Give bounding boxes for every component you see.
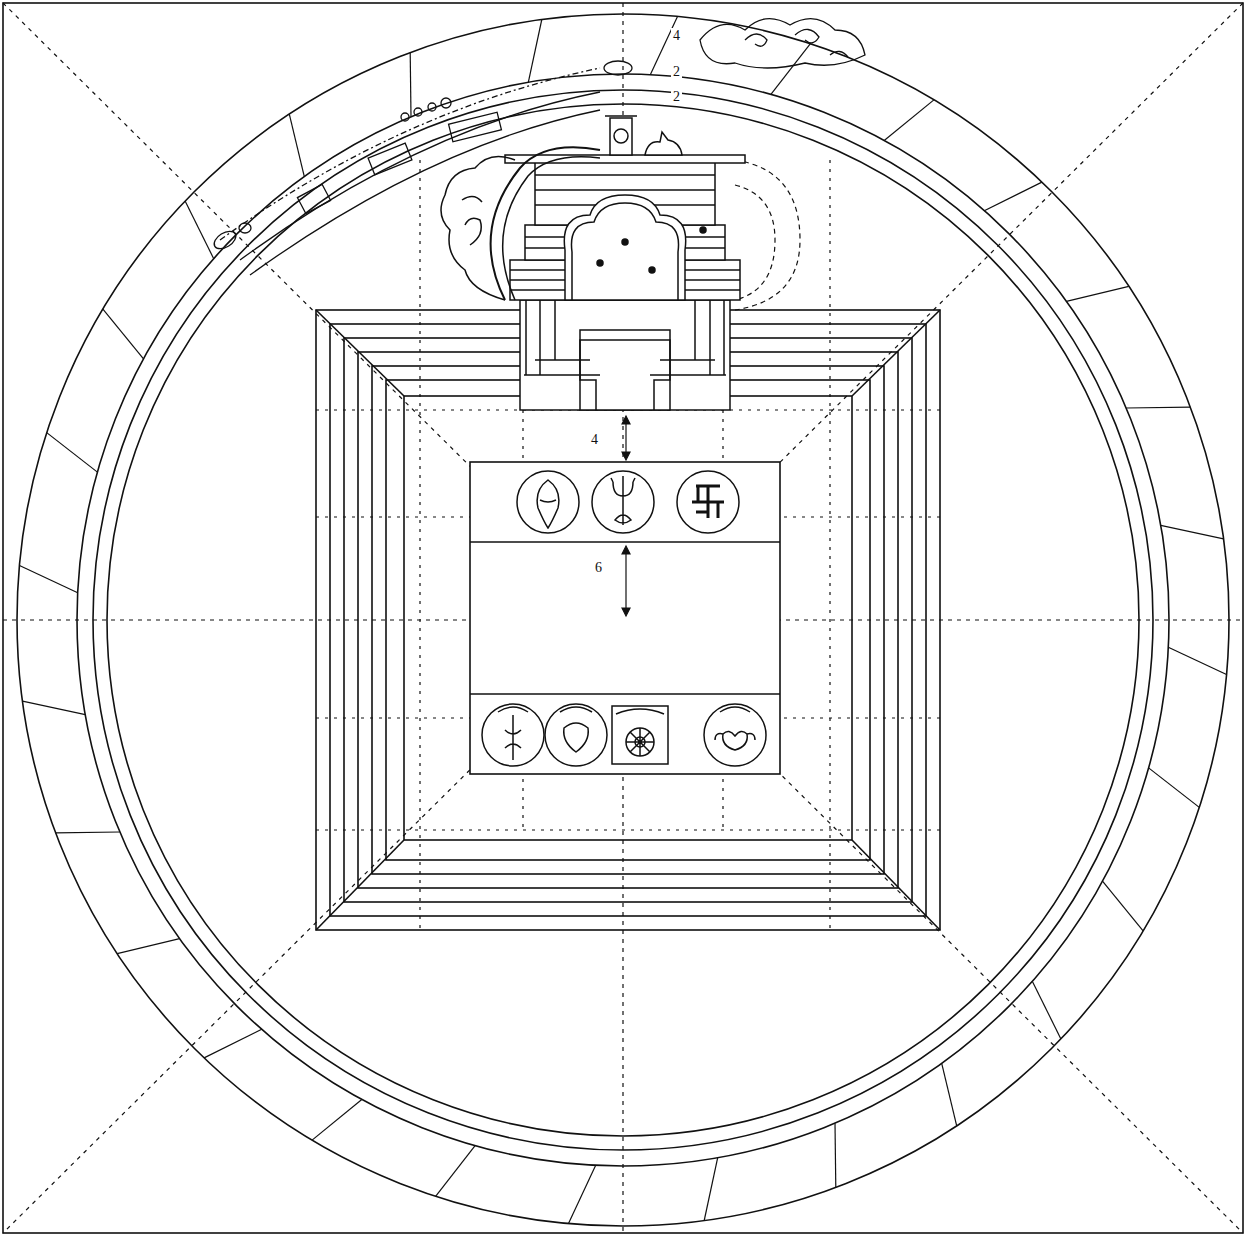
ring-segment-line <box>771 44 811 95</box>
ring-segment-line <box>1066 286 1128 301</box>
ring-segment-line <box>312 1100 362 1141</box>
ring-segment-line <box>1126 407 1190 409</box>
emblems <box>482 471 766 766</box>
ring-segment-line <box>23 701 86 715</box>
ring-segment-line <box>117 939 179 954</box>
ring-segment-line <box>20 566 78 593</box>
callout-number: 4 <box>589 432 600 448</box>
ring-segment-line <box>942 1063 957 1125</box>
ring-segment-line <box>1103 881 1144 931</box>
ring-segment-line <box>289 114 304 176</box>
callout-number: 2 <box>671 64 682 80</box>
ring-segment-line <box>569 1165 596 1223</box>
ring-segment-line <box>1149 768 1200 808</box>
ring-segment-line <box>410 53 412 117</box>
measure-arrows <box>622 416 630 616</box>
ring-segment-line <box>1161 525 1224 539</box>
ring-segment-line <box>834 1123 836 1187</box>
construction-lines <box>3 3 1243 1233</box>
ring-segment-line <box>103 309 144 359</box>
ring-segment-line <box>984 182 1042 211</box>
ring-segment-line <box>884 100 934 141</box>
ring-segment-line <box>1168 647 1226 674</box>
palace-walls <box>316 310 940 930</box>
callout-number: 4 <box>671 28 682 44</box>
ring-segment-line <box>704 1158 718 1221</box>
ring-segments <box>20 17 1227 1224</box>
ring-segment-line <box>1032 981 1061 1039</box>
callout-number: 2 <box>671 89 682 105</box>
callout-number: 6 <box>593 560 604 576</box>
top-ornaments <box>211 19 865 275</box>
ring-segment-line <box>204 1029 262 1058</box>
ring-segment-line <box>436 1146 476 1197</box>
ring-segment-line <box>56 831 120 833</box>
ring-segment-line <box>185 201 214 259</box>
ring-segment-line <box>47 433 98 473</box>
outer-frame <box>3 3 1243 1233</box>
gate <box>441 116 745 410</box>
ring-segment-line <box>528 20 542 83</box>
